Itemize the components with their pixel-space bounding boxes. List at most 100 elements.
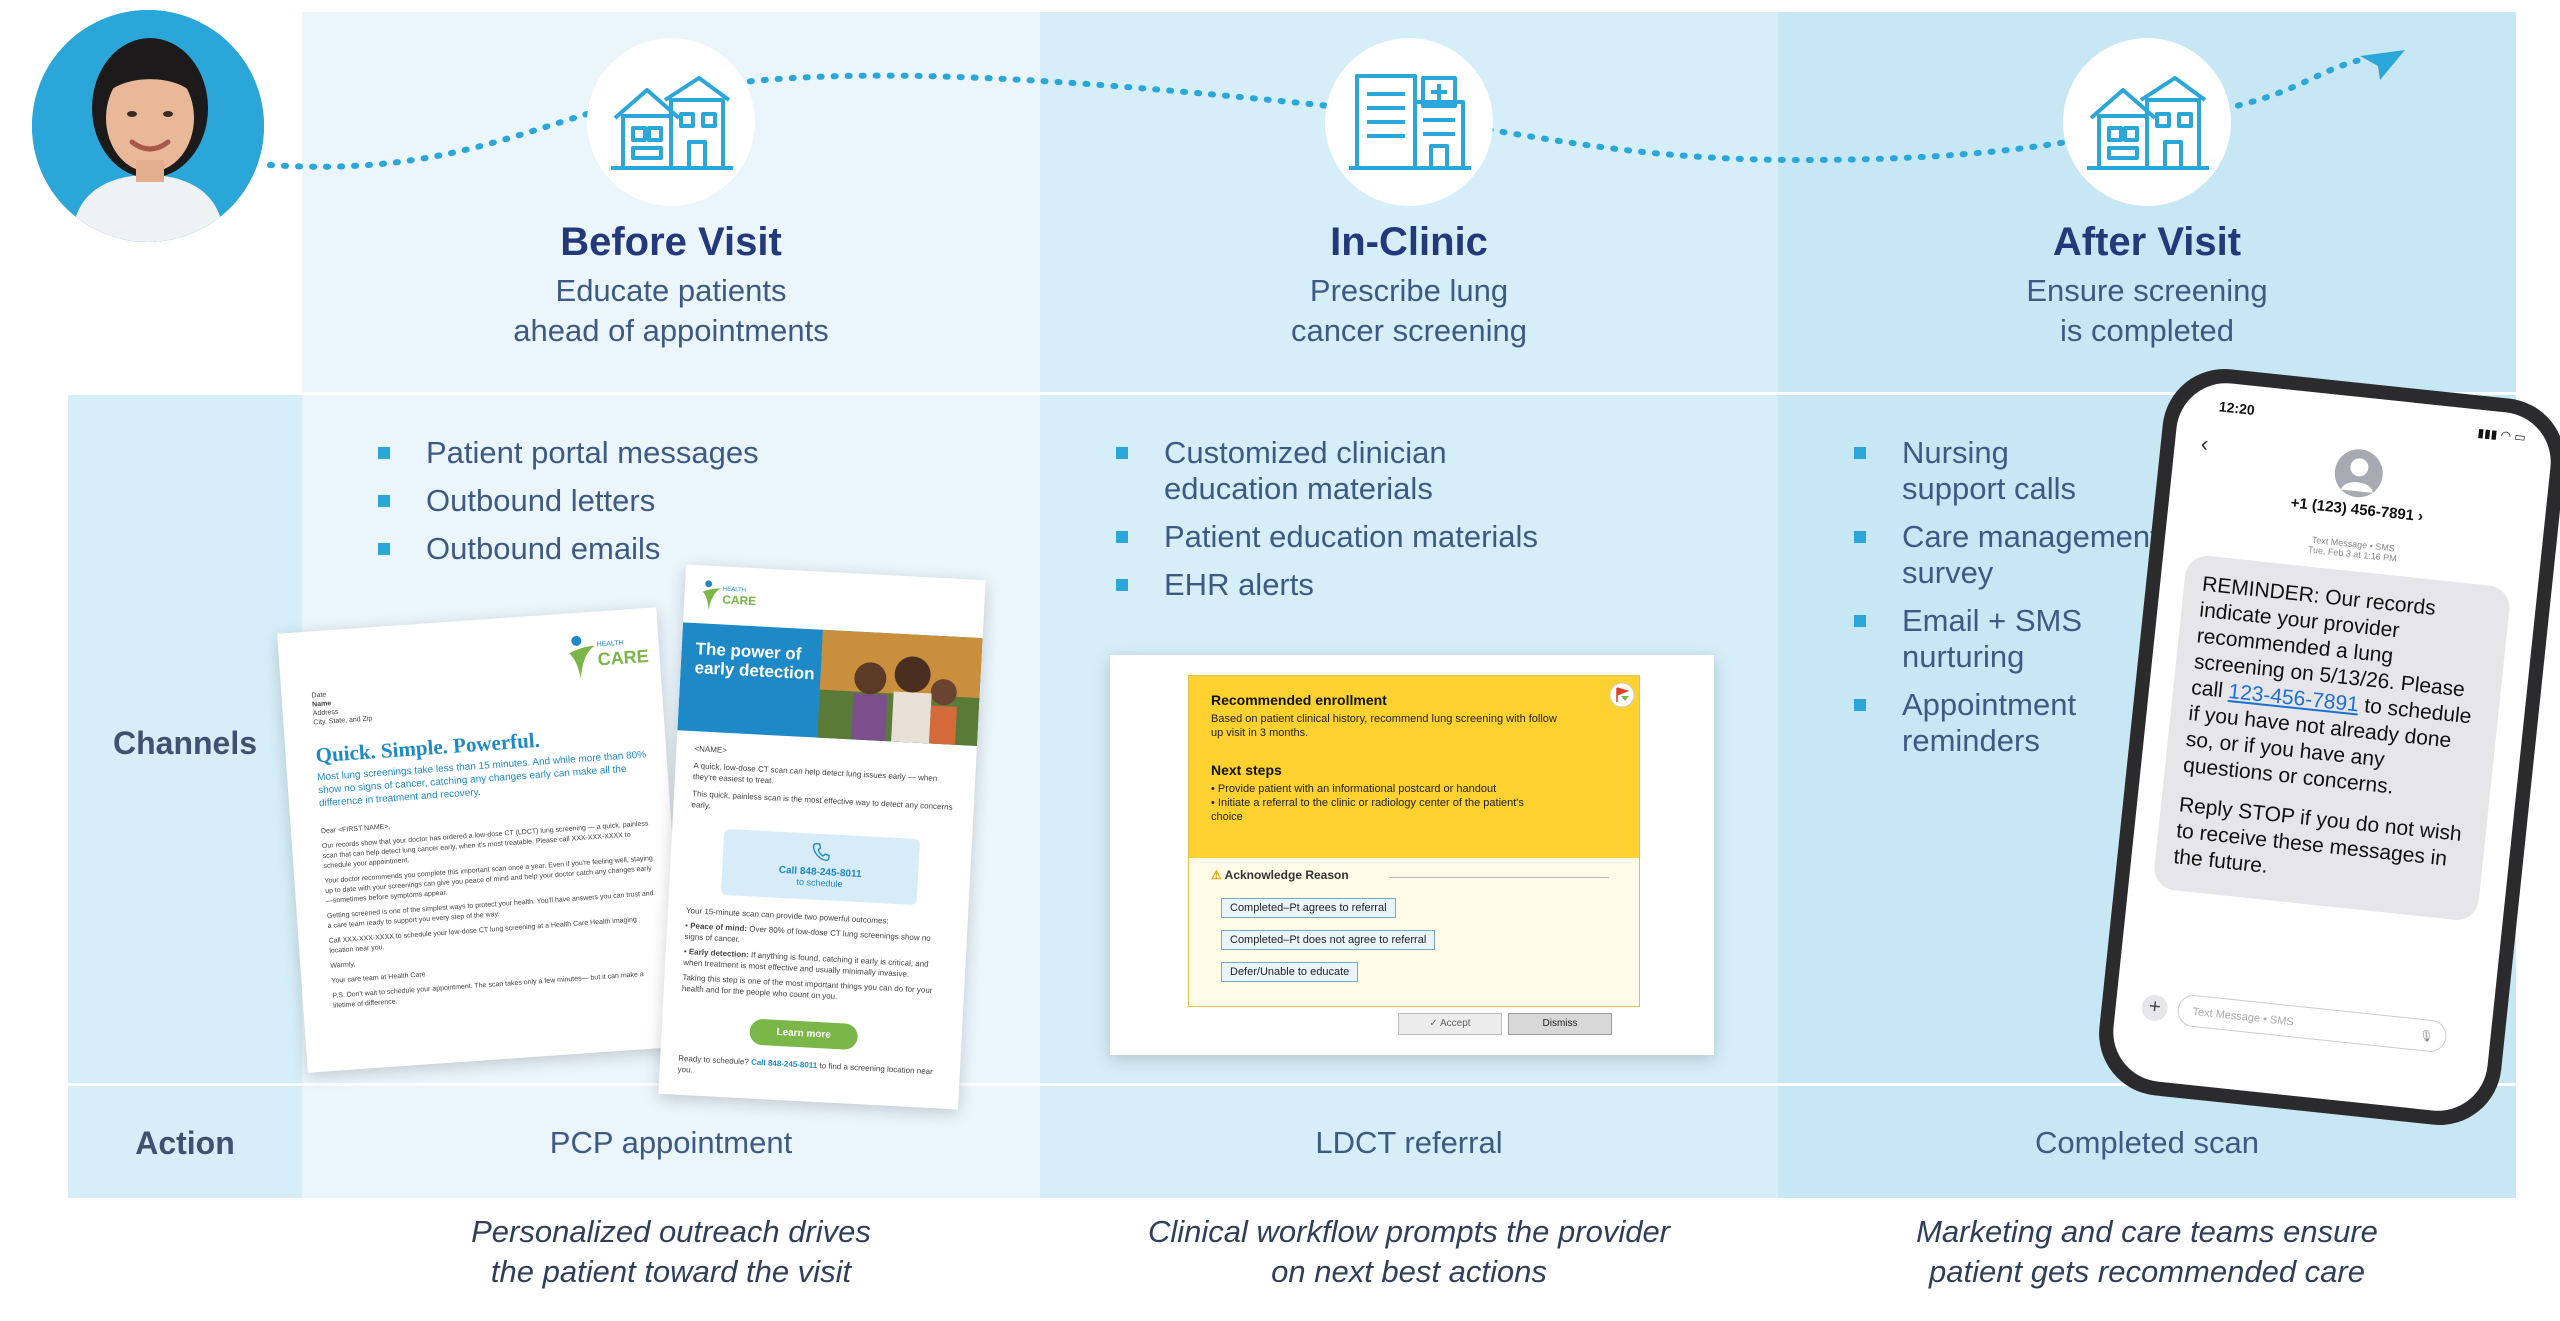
row-divider bbox=[68, 1083, 2516, 1086]
journey-path bbox=[267, 50, 2405, 170]
house-icon bbox=[2087, 76, 2209, 170]
outbound-letter: HEALTH CARE Date Name Address City, Stat… bbox=[277, 607, 687, 1073]
email-logo: HEALTH CARE bbox=[701, 579, 757, 615]
stage-title: In-Clinic bbox=[1330, 220, 1488, 264]
in-clinic-channels: Customized clinician education materials… bbox=[1116, 435, 1676, 615]
channel-item: Nursing support calls bbox=[1854, 435, 2112, 507]
patient-avatar bbox=[32, 10, 264, 242]
stage-in-clinic: In-Clinic Prescribe lung cancer screenin… bbox=[1040, 220, 1778, 351]
ehr-acknowledge: ⚠ Acknowledge Reason Completed–Pt agrees… bbox=[1189, 858, 1639, 1006]
caption-line: on next best actions bbox=[1271, 1254, 1547, 1289]
ack-title-row: ⚠ Acknowledge Reason bbox=[1211, 868, 1349, 882]
sms-bubble: REMINDER: Our records indicate your prov… bbox=[2152, 553, 2512, 923]
channel-item: Appointment reminders bbox=[1854, 687, 2142, 759]
caption-after-visit: Marketing and care teams ensure patient … bbox=[1778, 1212, 2516, 1292]
stage-subtitle: Educate patients ahead of appointments bbox=[302, 271, 1040, 351]
accept-label: Accept bbox=[1440, 1018, 1471, 1029]
back-chevron-icon[interactable]: ‹ bbox=[2199, 430, 2210, 457]
caption-line: patient gets recommended care bbox=[1929, 1254, 2365, 1289]
contact-number-text: +1 (123) 456-7891 bbox=[2289, 494, 2415, 525]
action-after-visit: Completed scan bbox=[2034, 1125, 2259, 1160]
status-time: 12:20 bbox=[2218, 398, 2256, 419]
logo-big-text: CARE bbox=[721, 592, 757, 609]
ack-divider bbox=[1389, 877, 1609, 878]
option-not-agree-referral[interactable]: Completed–Pt does not agree to referral bbox=[1221, 930, 1436, 950]
ehr-description: Based on patient clinical history, recom… bbox=[1211, 713, 1557, 739]
email-intro: <NAME> A quick, low-dose CT scan can hel… bbox=[691, 743, 960, 824]
email-call-box[interactable]: Call 848-245-8011 to schedule bbox=[720, 828, 921, 906]
email-hero-title: The power of early detection bbox=[694, 639, 816, 684]
channel-item: Care management survey bbox=[1854, 519, 2192, 591]
health-care-logo-icon bbox=[702, 580, 721, 610]
in-clinic-icon-circle bbox=[1325, 38, 1493, 206]
before-visit-channels: Patient portal messages Outbound letters… bbox=[378, 435, 998, 579]
ehr-alert-box: Recommended enrollment Based on patient … bbox=[1188, 675, 1640, 1007]
action-row-label-bg bbox=[68, 1084, 302, 1198]
status-icons: ▮▮▮ ◠ ▭ bbox=[2476, 425, 2527, 445]
outbound-email: HEALTH CARE The power of early detection… bbox=[658, 564, 986, 1110]
bullet-title: Early detection: bbox=[688, 947, 750, 960]
after-visit-icon-circle bbox=[2063, 38, 2231, 206]
stage-before-visit: Before Visit Educate patients ahead of a… bbox=[302, 220, 1040, 351]
stage-title: After Visit bbox=[2052, 220, 2242, 264]
action-row-label: Action bbox=[135, 1125, 235, 1161]
footer-link[interactable]: Call 848-245-8011 bbox=[750, 1057, 818, 1071]
clinic-icon bbox=[1349, 74, 1471, 170]
ehr-alert-header: Recommended enrollment Based on patient … bbox=[1189, 676, 1639, 858]
bullet-title: Peace of mind: bbox=[689, 921, 748, 934]
ehr-title: Recommended enrollment bbox=[1211, 692, 1387, 708]
microphone-icon[interactable]: 🎙 bbox=[2418, 1029, 2434, 1044]
row-divider bbox=[68, 392, 2516, 395]
person-icon bbox=[2340, 458, 2373, 493]
ehr-next-steps-title: Next steps bbox=[1211, 762, 1282, 778]
health-care-logo-icon bbox=[569, 635, 595, 679]
phone-icon bbox=[812, 843, 830, 861]
caption-before-visit: Personalized outreach drives the patient… bbox=[302, 1212, 1040, 1292]
family-photo-icon bbox=[817, 629, 983, 746]
subtitle-line: Educate patients bbox=[555, 273, 787, 308]
subtitle-line: is completed bbox=[2059, 313, 2235, 348]
warning-icon: ⚠ bbox=[1211, 868, 1222, 882]
caption-line: Clinical workflow prompts the provider bbox=[1147, 1214, 1671, 1249]
phone-mockup: 12:20 ▮▮▮ ◠ ▭ ‹ +1 (123) 456-7891 › Text… bbox=[2092, 362, 2560, 1132]
subtitle-line: Ensure screening bbox=[2026, 273, 2268, 308]
learn-more-button[interactable]: Learn more bbox=[749, 1018, 859, 1051]
ack-title: Acknowledge Reason bbox=[1224, 868, 1349, 882]
option-agrees-referral[interactable]: Completed–Pt agrees to referral bbox=[1221, 898, 1396, 918]
flag-badge-icon bbox=[1609, 682, 1635, 708]
logo-big-text: CARE bbox=[596, 645, 650, 670]
ehr-step: • Initiate a referral to the clinic or r… bbox=[1211, 797, 1524, 823]
caption-in-clinic: Clinical workflow prompts the provider o… bbox=[1040, 1212, 1778, 1292]
woman-portrait-icon bbox=[32, 10, 264, 242]
message-input[interactable]: Text Message • SMS 🎙 bbox=[2176, 993, 2448, 1054]
phone-screen: 12:20 ▮▮▮ ◠ ▭ ‹ +1 (123) 456-7891 › Text… bbox=[2108, 378, 2556, 1116]
subtitle-line: cancer screening bbox=[1290, 313, 1528, 348]
stage-after-visit: After Visit Ensure screening is complete… bbox=[1778, 220, 2516, 351]
caption-line: Personalized outreach drives bbox=[471, 1214, 871, 1249]
action-before-visit: PCP appointment bbox=[549, 1125, 793, 1160]
stage-subtitle: Prescribe lung cancer screening bbox=[1040, 271, 1778, 351]
subtitle-line: Prescribe lung bbox=[1309, 273, 1509, 308]
letter-address: Date Name Address City, State, and Zip bbox=[311, 681, 463, 727]
stage-subtitle: Ensure screening is completed bbox=[1778, 271, 2516, 351]
email-footer: Ready to schedule? Call 848-245-8011 to … bbox=[677, 1053, 944, 1089]
channel-item: Email + SMS nurturing bbox=[1854, 603, 2142, 675]
accept-button[interactable]: ✓ Accept bbox=[1398, 1013, 1502, 1035]
caption-line: the patient toward the visit bbox=[490, 1254, 852, 1289]
option-defer[interactable]: Defer/Unable to educate bbox=[1221, 962, 1359, 982]
channels-row-label-bg bbox=[68, 394, 302, 1084]
ehr-alert-window: Recommended enrollment Based on patient … bbox=[1110, 655, 1714, 1055]
channel-item: Outbound letters bbox=[378, 483, 998, 519]
letter-logo: HEALTH CARE bbox=[568, 634, 649, 685]
house-icon bbox=[611, 76, 733, 170]
before-visit-icon-circle bbox=[587, 38, 755, 206]
channel-item: Patient education materials bbox=[1116, 519, 1676, 555]
arrow-head-icon bbox=[2360, 50, 2405, 80]
channels-row-label: Channels bbox=[112, 725, 258, 761]
email-outcomes: Your 15-minute scan can provide two powe… bbox=[682, 905, 952, 1008]
step-text: Initiate a referral to the clinic or rad… bbox=[1211, 797, 1524, 823]
contact-avatar bbox=[2332, 446, 2386, 500]
dismiss-button[interactable]: Dismiss bbox=[1508, 1013, 1612, 1035]
add-icon[interactable]: + bbox=[2140, 993, 2170, 1023]
input-placeholder: Text Message • SMS bbox=[2191, 1005, 2295, 1029]
